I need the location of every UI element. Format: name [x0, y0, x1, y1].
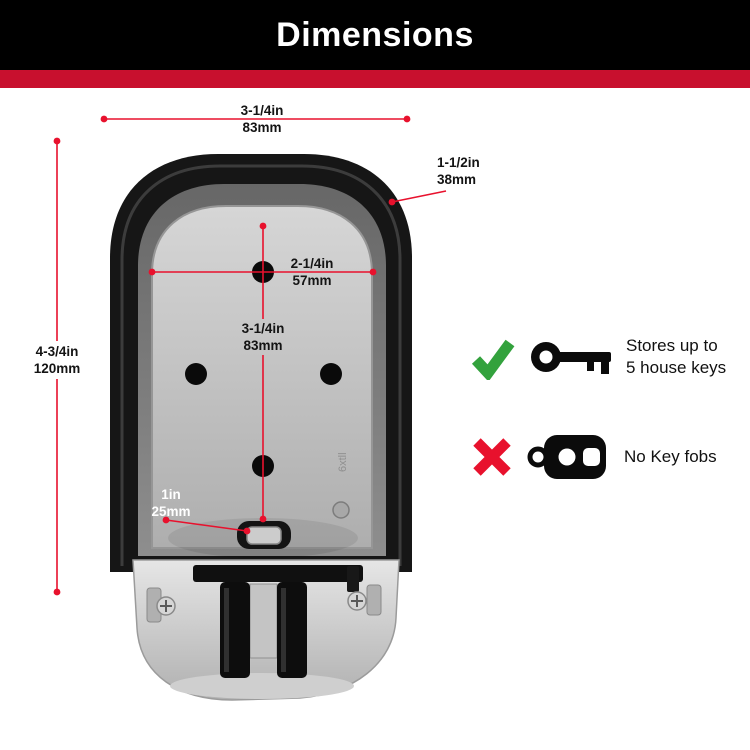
door-tab	[347, 566, 359, 592]
header-banner: Dimensions	[0, 0, 750, 70]
dim-inner-width-in: 2-1/4in	[290, 256, 334, 271]
dim-depth-in: 1-1/2in	[437, 155, 480, 170]
door-rail-right	[366, 584, 382, 616]
dim-door-depth-mm: 25mm	[151, 504, 191, 519]
dim-door-depth-in: 1in	[161, 487, 181, 502]
dim-outer-height-mm: 120mm	[33, 361, 81, 376]
lockbox-open-door	[132, 559, 400, 701]
mounting-hole	[320, 363, 342, 385]
prong-highlight	[281, 588, 286, 672]
dim-label-outer-width: 3-1/4in 83mm	[212, 103, 312, 135]
key-icon	[531, 342, 611, 374]
molded-marking: 6xtll	[337, 452, 349, 472]
dim-outer-width-mm: 83mm	[242, 120, 282, 135]
screw	[156, 596, 176, 616]
page-title: Dimensions	[276, 15, 474, 54]
feature-keys-line2: 5 house keys	[626, 358, 727, 377]
lockbox-body: 6xtll	[110, 154, 412, 572]
dim-depth-mm: 38mm	[437, 172, 477, 187]
latch-button	[246, 526, 282, 545]
bracket-center	[249, 583, 278, 659]
door-top-bar	[193, 565, 363, 582]
screw	[347, 591, 367, 611]
dim-outer-height-in: 4-3/4in	[35, 344, 79, 359]
dim-label-depth: 1-1/2in 38mm	[437, 155, 517, 187]
prong-highlight	[224, 588, 229, 672]
feature-fobs: No Key fobs	[470, 428, 717, 486]
dim-line-depth	[391, 190, 447, 203]
key-fob-icon	[527, 435, 606, 479]
small-recess	[332, 501, 350, 519]
feature-keys-text: Stores up to 5 house keys	[626, 335, 726, 379]
feature-fobs-text: No Key fobs	[624, 446, 717, 468]
dim-inner-height-in: 3-1/4in	[241, 321, 285, 336]
dim-label-inner-width: 2-1/4in 57mm	[271, 256, 353, 288]
dim-label-outer-height: 4-3/4in 120mm	[12, 344, 102, 376]
header-red-stripe	[0, 70, 750, 88]
dim-label-inner-height: 3-1/4in 83mm	[218, 321, 308, 353]
dim-line-door-depth	[165, 519, 248, 532]
feature-fobs-line1: No Key fobs	[624, 447, 717, 466]
dim-inner-height-mm: 83mm	[243, 338, 283, 353]
dimension-dots	[53, 115, 411, 596]
dimension-lines	[56, 118, 447, 592]
cross-icon	[473, 438, 511, 476]
feature-keys: Stores up to 5 house keys	[470, 327, 726, 387]
interior-plate	[151, 205, 373, 549]
dim-outer-width-in: 3-1/4in	[240, 103, 284, 118]
check-icon	[471, 339, 515, 380]
door-bottom-lip	[170, 673, 354, 699]
dim-inner-width-mm: 57mm	[292, 273, 332, 288]
shell-bevel	[120, 164, 402, 566]
mounting-hole	[185, 363, 207, 385]
feature-keys-line1: Stores up to	[626, 336, 718, 355]
dim-label-door-depth: 1in 25mm	[135, 487, 207, 519]
